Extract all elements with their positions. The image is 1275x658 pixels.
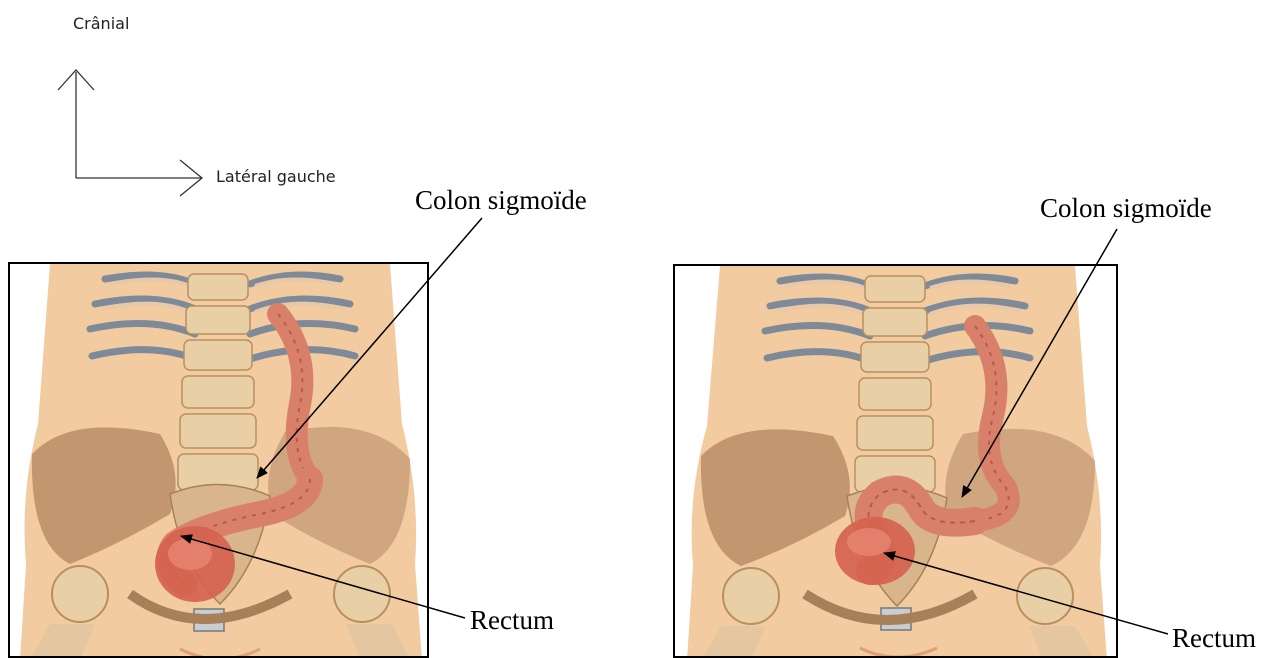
- figure-panel-right: [673, 264, 1118, 658]
- lateral-left-label: Latéral gauche: [216, 167, 336, 186]
- sigmoid-colon-label-right: Colon sigmoïde: [1040, 193, 1212, 224]
- anatomy-illustration: [675, 266, 1118, 658]
- cranial-label: Crânial: [73, 14, 129, 33]
- figure-panel-left: [8, 262, 429, 658]
- rectum-label-left: Rectum: [470, 605, 554, 636]
- rectum-label-right: Rectum: [1172, 623, 1256, 654]
- anatomy-illustration: [10, 264, 429, 658]
- sigmoid-colon-label-left: Colon sigmoïde: [415, 185, 587, 216]
